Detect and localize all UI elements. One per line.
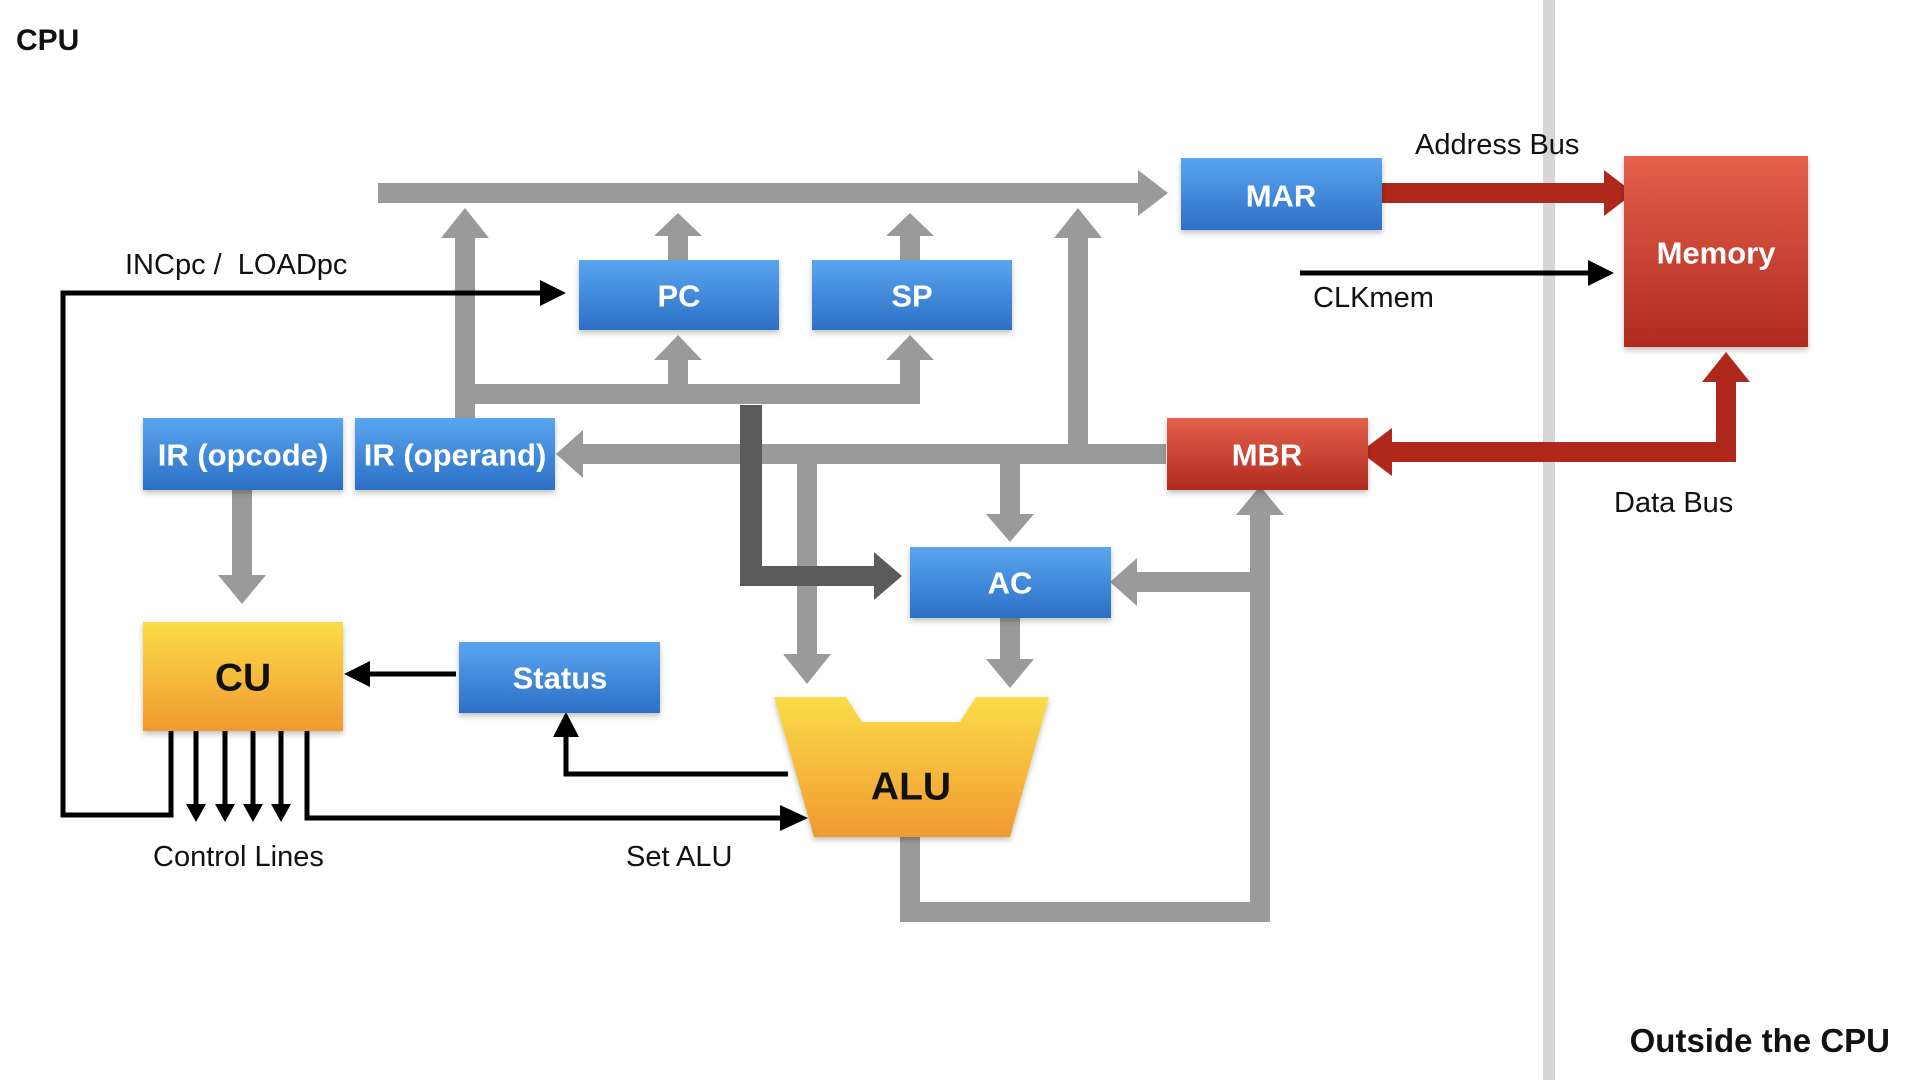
bus-pc-feeder-arrow: [654, 335, 702, 360]
address-bus-line: [1378, 183, 1606, 203]
data-bus-up-arrow: [1702, 352, 1750, 382]
bus-mbr-up-arrow: [1054, 208, 1102, 238]
bus-to-ac-down: [1000, 454, 1020, 514]
bus-opcode-to-cu: [232, 490, 252, 575]
memory-label: Memory: [1657, 236, 1777, 271]
set-alu-label: Set ALU: [626, 841, 732, 873]
mbr-register: MBR: [1167, 418, 1368, 490]
pc-control-arrowhead: [540, 280, 566, 306]
data-bus-vertical: [1716, 380, 1736, 462]
bus-alu-out-down: [900, 832, 920, 922]
inc-load-pc-line: [60, 290, 540, 818]
control-line-2-arrowhead: [215, 804, 235, 822]
sp-register: SP: [812, 260, 1012, 330]
bus-to-ac-down-arrow: [986, 514, 1034, 542]
bus-sp-feeder-up: [900, 355, 920, 404]
status-cu-arrowhead: [344, 661, 370, 687]
bus-alu-left-down: [797, 454, 817, 654]
mar-register: MAR: [1181, 158, 1382, 230]
bus-to-ac-arrow: [1110, 558, 1137, 606]
bus-ac-to-alu: [1000, 614, 1020, 659]
external-buses: [1360, 170, 1750, 476]
control-line-1-arrowhead: [186, 804, 206, 822]
cu-label: CU: [215, 657, 271, 700]
bus-pc-up: [668, 235, 688, 260]
bus-pc-feeder-up: [668, 355, 688, 404]
alu-label: ALU: [871, 766, 951, 809]
mar-label: MAR: [1246, 179, 1317, 214]
status-label: Status: [513, 661, 608, 696]
clk-mem-arrowhead: [1588, 260, 1614, 286]
address-bus-arrow: [1604, 170, 1634, 216]
alu-to-status-line: [563, 735, 788, 777]
bus-ir-operand-up-arrow: [441, 208, 489, 238]
mbr-label: MBR: [1232, 438, 1303, 473]
bus-top-horizontal: [378, 183, 1138, 203]
bus-pc-up-arrow: [654, 213, 702, 236]
bus-to-mbr-arrow: [1236, 486, 1284, 515]
bus-sp-feeder-arrow: [886, 335, 934, 360]
pc-register: PC: [579, 260, 779, 330]
bus-alu-out-up: [1250, 515, 1270, 922]
status-in-arrowhead: [553, 712, 579, 737]
ac-label: AC: [988, 566, 1033, 601]
outside-cpu-title: Outside the CPU: [1630, 1022, 1890, 1059]
inc-load-pc-label: INCpc / LOADpc: [125, 249, 347, 281]
ir-operand-register: IR (operand): [355, 418, 555, 490]
control-wiring: [60, 270, 1588, 821]
dark-bus-ac-arrow: [874, 552, 902, 600]
cu-unit: CU: [143, 622, 343, 731]
ac-register: AC: [910, 547, 1111, 618]
bus-mbr-up: [1068, 238, 1088, 448]
bus-opcode-to-cu-arrow: [218, 575, 266, 604]
dark-bus-to-ac: [740, 405, 902, 600]
data-bus-horizontal: [1388, 442, 1736, 462]
memory-unit: Memory: [1624, 156, 1808, 347]
data-bus-left-arrow: [1360, 428, 1392, 476]
internal-buses: [218, 170, 1284, 922]
sp-label: SP: [891, 279, 932, 314]
bus-alu-left-arrow: [783, 654, 831, 684]
cpu-title: CPU: [16, 24, 79, 57]
pc-label: PC: [657, 279, 700, 314]
bus-top-arrowhead: [1138, 170, 1168, 216]
clk-mem-label: CLKmem: [1313, 282, 1434, 314]
set-alu-arrowhead: [780, 805, 808, 831]
bus-alu-out-horizontal: [900, 902, 1270, 922]
bus-mbr-to-ir-arrow: [556, 430, 583, 478]
bus-ac-to-alu-arrow: [986, 659, 1034, 688]
control-line-4-arrowhead: [271, 804, 291, 822]
ir-operand-label: IR (operand): [364, 438, 547, 473]
set-alu-line: [304, 731, 780, 821]
status-register: Status: [459, 642, 660, 713]
bus-sp-up: [900, 235, 920, 260]
control-line-3-arrowhead: [243, 804, 263, 822]
alu-unit: ALU: [774, 697, 1049, 837]
address-bus-label: Address Bus: [1415, 129, 1579, 161]
bus-to-ac-horizontal: [1137, 572, 1260, 592]
ir-opcode-register: IR (opcode): [143, 418, 343, 490]
bus-mbr-to-ir: [583, 444, 1166, 464]
bus-ir-operand-up: [455, 238, 475, 418]
cpu-boundary-line: [1543, 0, 1555, 1080]
control-lines-label: Control Lines: [153, 841, 324, 873]
data-bus-label: Data Bus: [1614, 487, 1733, 519]
bus-sp-up-arrow: [886, 213, 934, 236]
control-arrowheads: [186, 260, 1614, 831]
ir-opcode-label: IR (opcode): [158, 438, 329, 473]
